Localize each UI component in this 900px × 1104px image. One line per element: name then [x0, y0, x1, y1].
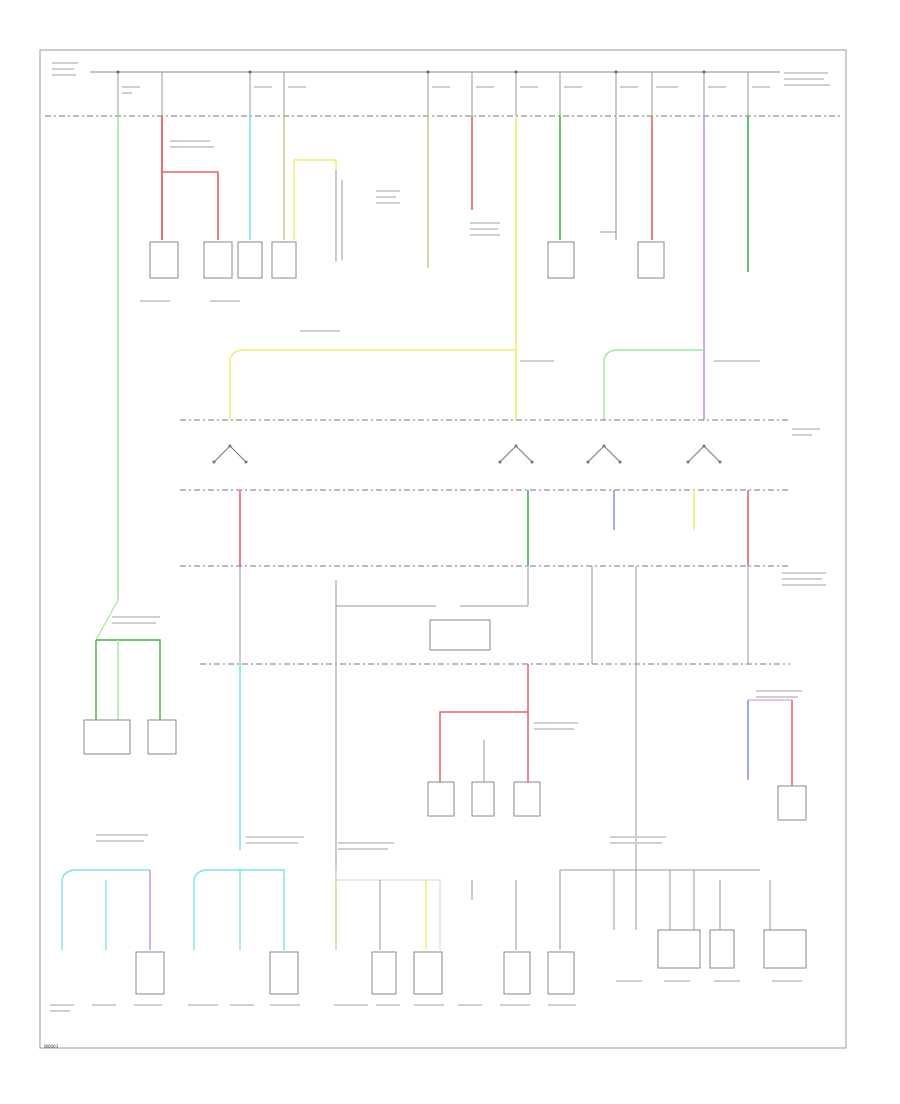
- bottom-components: [135, 929, 807, 995]
- fuse-panel-internals: [239, 566, 749, 664]
- footer-code: W0003: [44, 1044, 59, 1049]
- ignition-output-wires: [239, 490, 749, 566]
- bottom-distribution: [61, 869, 771, 950]
- diagram-frame: [39, 49, 847, 1049]
- upper-components: [149, 170, 665, 279]
- lower-wires: [239, 664, 807, 870]
- top-fuses: [116, 70, 749, 116]
- label-marks: [50, 62, 830, 1012]
- left-green-cluster: [83, 639, 177, 755]
- ignition-switch-contacts: [212, 444, 722, 464]
- upper-colored-wires: [95, 116, 749, 641]
- mid-colored-wires: [229, 349, 704, 420]
